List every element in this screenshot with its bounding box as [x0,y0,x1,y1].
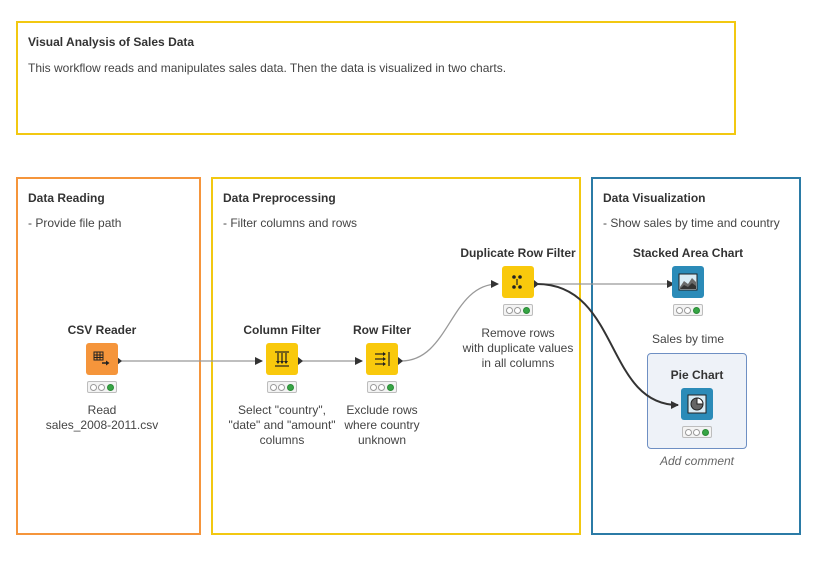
node-name: Duplicate Row Filter [460,246,576,260]
node-comment[interactable]: Read sales_2008-2011.csv [45,403,159,432]
node-name: Row Filter [352,323,411,337]
node-status-indicator [87,381,117,393]
node-name: Stacked Area Chart [632,246,744,260]
workflow-annotation[interactable]: Visual Analysis of Sales Data This workf… [16,21,736,135]
annotation-title: Data Preprocessing [223,191,336,205]
node-name: CSV Reader [67,323,137,337]
node-status-indicator [673,304,703,316]
area-chart-icon [672,266,704,298]
data-preprocessing-annotation[interactable]: Data Preprocessing - Filter columns and … [211,177,581,535]
row-filter-icon [366,343,398,375]
table-arrow-icon [86,343,118,375]
data-reading-annotation[interactable]: Data Reading - Provide file path [16,177,201,535]
annotation-description: - Show sales by time and country [603,216,780,230]
node-status-indicator [367,381,397,393]
node-comment[interactable]: Select "country", "date" and "amount" co… [228,403,336,447]
node-name: Column Filter [243,323,321,337]
node-status-indicator [682,426,712,438]
annotation-title: Visual Analysis of Sales Data [28,35,195,49]
column-filter-icon [266,343,298,375]
node-status-indicator [267,381,297,393]
add-comment-link[interactable]: Add comment [659,454,735,468]
pie-chart-icon [681,388,713,420]
annotation-title: Data Visualization [603,191,706,205]
annotation-description: This workflow reads and manipulates sale… [28,61,507,75]
duplicate-filter-icon [502,266,534,298]
node-comment[interactable]: Remove rows with duplicate values in all… [462,326,574,370]
connection-row-to-duplicate-filter[interactable] [400,280,499,362]
node-comment[interactable]: Exclude rows where country unknown [344,403,420,447]
data-visualization-annotation[interactable]: Data Visualization - Show sales by time … [591,177,801,535]
connection-duplicate-to-pie-chart[interactable] [536,283,679,409]
node-status-indicator [503,304,533,316]
annotation-title: Data Reading [28,191,105,205]
node-comment[interactable]: Sales by time [651,332,725,346]
annotation-description: - Provide file path [28,216,122,230]
node-name: Pie Chart [670,368,724,382]
annotation-description: - Filter columns and rows [223,216,358,230]
